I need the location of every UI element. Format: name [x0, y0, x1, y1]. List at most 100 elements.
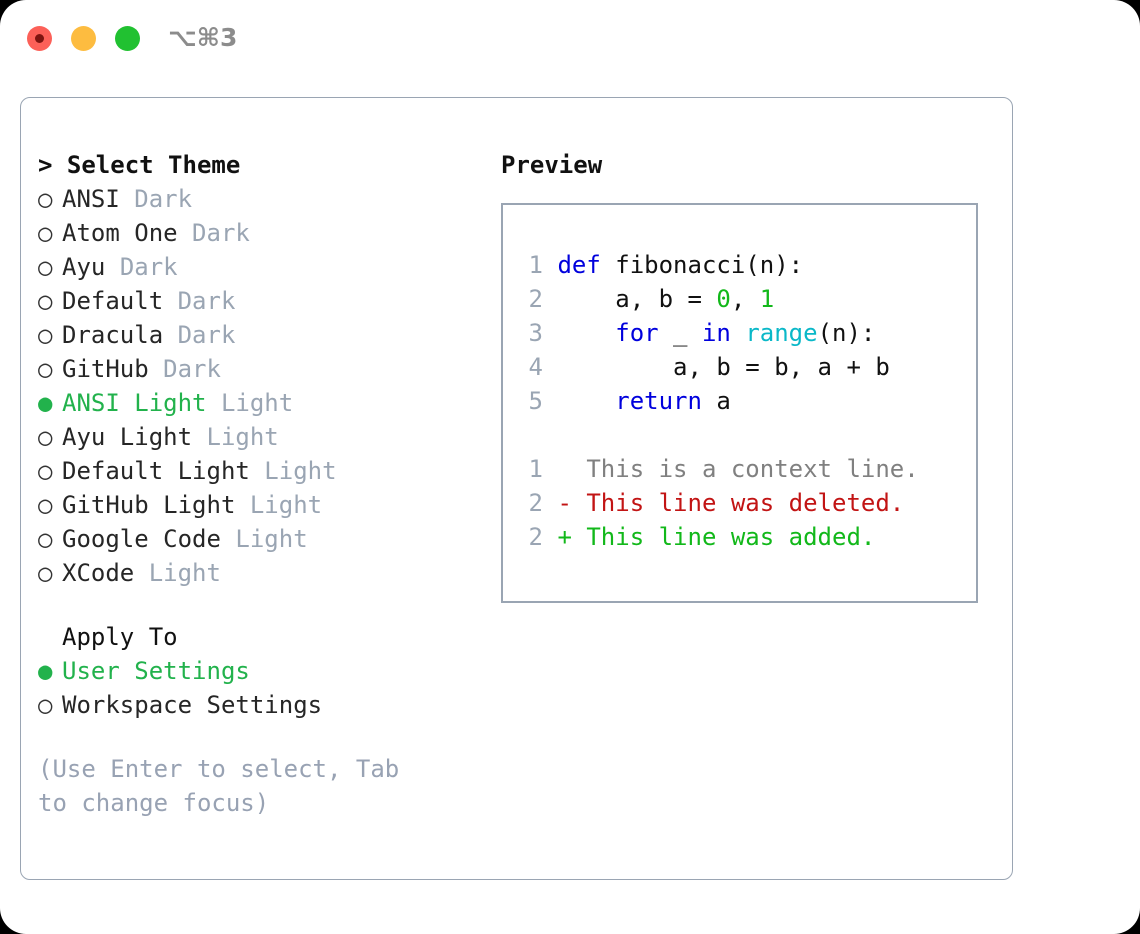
diff-text: This line was added. — [586, 523, 876, 551]
theme-variant-tag: Light — [235, 525, 308, 553]
radio-selected-icon: ● — [38, 389, 53, 417]
code-line-number: 1 — [528, 251, 543, 279]
theme-list-item[interactable]: ○ XCode Light — [38, 556, 478, 590]
code-token: def — [557, 251, 616, 279]
theme-variant-tag: Dark — [192, 219, 250, 247]
code-token: , — [730, 285, 760, 313]
diff-line-number: 2 — [528, 489, 543, 517]
theme-name-label: XCode — [62, 559, 135, 587]
apply-to-label: Workspace Settings — [62, 691, 323, 719]
theme-variant-tag: Dark — [163, 355, 221, 383]
theme-list-item[interactable]: ○Ayu Dark — [38, 250, 478, 284]
theme-selection-column: > Select Theme ○ANSI Dark○Atom One Dark○… — [38, 148, 478, 820]
theme-variant-tag: Light — [249, 491, 323, 519]
theme-name-label: ANSI — [62, 185, 120, 213]
close-button-icon[interactable] — [27, 26, 52, 51]
code-token: fibonacci(n): — [615, 251, 804, 279]
radio-unselected-icon: ○ — [38, 559, 53, 587]
theme-name-label: Ayu — [62, 253, 106, 281]
code-blank-line — [519, 418, 919, 452]
theme-variant-tag: Light — [206, 423, 279, 451]
select-theme-header: > Select Theme — [38, 151, 241, 179]
theme-name-label: GitHub Light — [62, 491, 236, 519]
diff-line: 2 - This line was deleted. — [519, 486, 919, 520]
code-token: range — [745, 319, 818, 347]
minimize-button-icon[interactable] — [71, 26, 96, 51]
radio-unselected-icon: ○ — [38, 321, 53, 349]
theme-list-item[interactable]: ○ Google Code Light — [38, 522, 478, 556]
radio-unselected-icon: ○ — [38, 287, 53, 315]
traffic-light-buttons — [27, 26, 140, 51]
code-line-number: 3 — [528, 319, 543, 347]
preview-title: Preview — [501, 151, 603, 179]
code-line: 2 a, b = 0, 1 — [519, 282, 919, 316]
apply-to-list: ● User Settings ○ Workspace Settings — [38, 654, 478, 722]
diff-line: 2 + This line was added. — [519, 520, 919, 554]
code-token: a — [716, 387, 731, 415]
theme-list-item[interactable]: ○Default Dark — [38, 284, 478, 318]
code-line: 1 def fibonacci(n): — [519, 248, 919, 282]
theme-name-label: Ayu Light — [62, 423, 193, 451]
theme-variant-tag: Dark — [177, 321, 236, 349]
code-token: return — [615, 387, 717, 415]
theme-name-label: Atom One — [62, 219, 178, 247]
theme-list-item[interactable]: ○ GitHub Dark — [38, 352, 478, 386]
diff-text: This is a context line. — [586, 455, 919, 483]
radio-unselected-icon: ○ — [38, 691, 53, 719]
theme-list-item[interactable]: ○ GitHub Light Light — [38, 488, 478, 522]
code-line-number: 2 — [528, 285, 543, 313]
theme-variant-tag: Light — [220, 389, 294, 417]
theme-name-label: Default Light — [62, 457, 250, 485]
code-token — [557, 387, 615, 415]
theme-list-item[interactable]: ○ ANSI Dark — [38, 182, 478, 216]
theme-list-item[interactable]: ○Ayu Light Light — [38, 420, 478, 454]
theme-list-item[interactable]: ○ Atom One Dark — [38, 216, 478, 250]
main-panel: > Select Theme ○ANSI Dark○Atom One Dark○… — [20, 97, 1013, 880]
theme-name-label: ANSI Light — [62, 389, 207, 417]
code-line: 5 return a — [519, 384, 919, 418]
keyboard-hint-text: (Use Enter to select, Tab to change focu… — [38, 755, 414, 817]
code-token: in — [701, 319, 746, 347]
radio-unselected-icon: ○ — [38, 185, 53, 213]
radio-unselected-icon: ○ — [38, 525, 53, 553]
theme-name-label: Google Code — [62, 525, 221, 553]
theme-variant-tag: Dark — [119, 253, 178, 281]
diff-marker — [557, 455, 586, 483]
apply-to-list-item[interactable]: ● User Settings — [38, 654, 478, 688]
theme-list-item[interactable]: ○Default Light Light — [38, 454, 478, 488]
theme-name-label: Dracula — [62, 321, 164, 349]
diff-marker: + — [557, 523, 587, 551]
preview-column: Preview 1 def fibonacci(n):2 a, b = 0, 1… — [501, 148, 996, 603]
radio-selected-icon: ● — [38, 657, 53, 685]
theme-name-label: GitHub — [62, 355, 149, 383]
code-token: 1 — [759, 285, 775, 313]
theme-list-item[interactable]: ○ Dracula Dark — [38, 318, 478, 352]
maximize-button-icon[interactable] — [115, 26, 140, 51]
diff-text: This line was deleted. — [586, 489, 905, 517]
code-token: (n): — [817, 319, 876, 347]
diff-line: 1 This is a context line. — [519, 452, 919, 486]
theme-variant-tag: Light — [148, 559, 221, 587]
window-title-shortcut: ⌥⌘3 — [168, 23, 238, 52]
apply-to-header: Apply To — [62, 623, 178, 651]
code-line-number: 4 — [528, 353, 543, 381]
code-token: a, b = b, a + b — [557, 353, 890, 381]
radio-unselected-icon: ○ — [38, 219, 53, 247]
apply-to-list-item[interactable]: ○ Workspace Settings — [38, 688, 478, 722]
diff-marker: - — [557, 489, 587, 517]
code-token: _ — [673, 319, 702, 347]
radio-unselected-icon: ○ — [38, 355, 53, 383]
diff-line-number: 1 — [528, 455, 543, 483]
theme-list: ○ANSI Dark○Atom One Dark○Ayu Dark○Defaul… — [38, 182, 478, 590]
radio-unselected-icon: ○ — [38, 491, 53, 519]
code-line: 4 a, b = b, a + b — [519, 350, 919, 384]
theme-list-item[interactable]: ● ANSI Light Light — [38, 386, 478, 420]
theme-name-label: Default — [62, 287, 164, 315]
radio-unselected-icon: ○ — [38, 457, 53, 485]
apply-to-label: User Settings — [62, 657, 250, 685]
code-line-number: 5 — [528, 387, 543, 415]
diff-line-number: 2 — [528, 523, 543, 551]
theme-variant-tag: Dark — [134, 185, 193, 213]
